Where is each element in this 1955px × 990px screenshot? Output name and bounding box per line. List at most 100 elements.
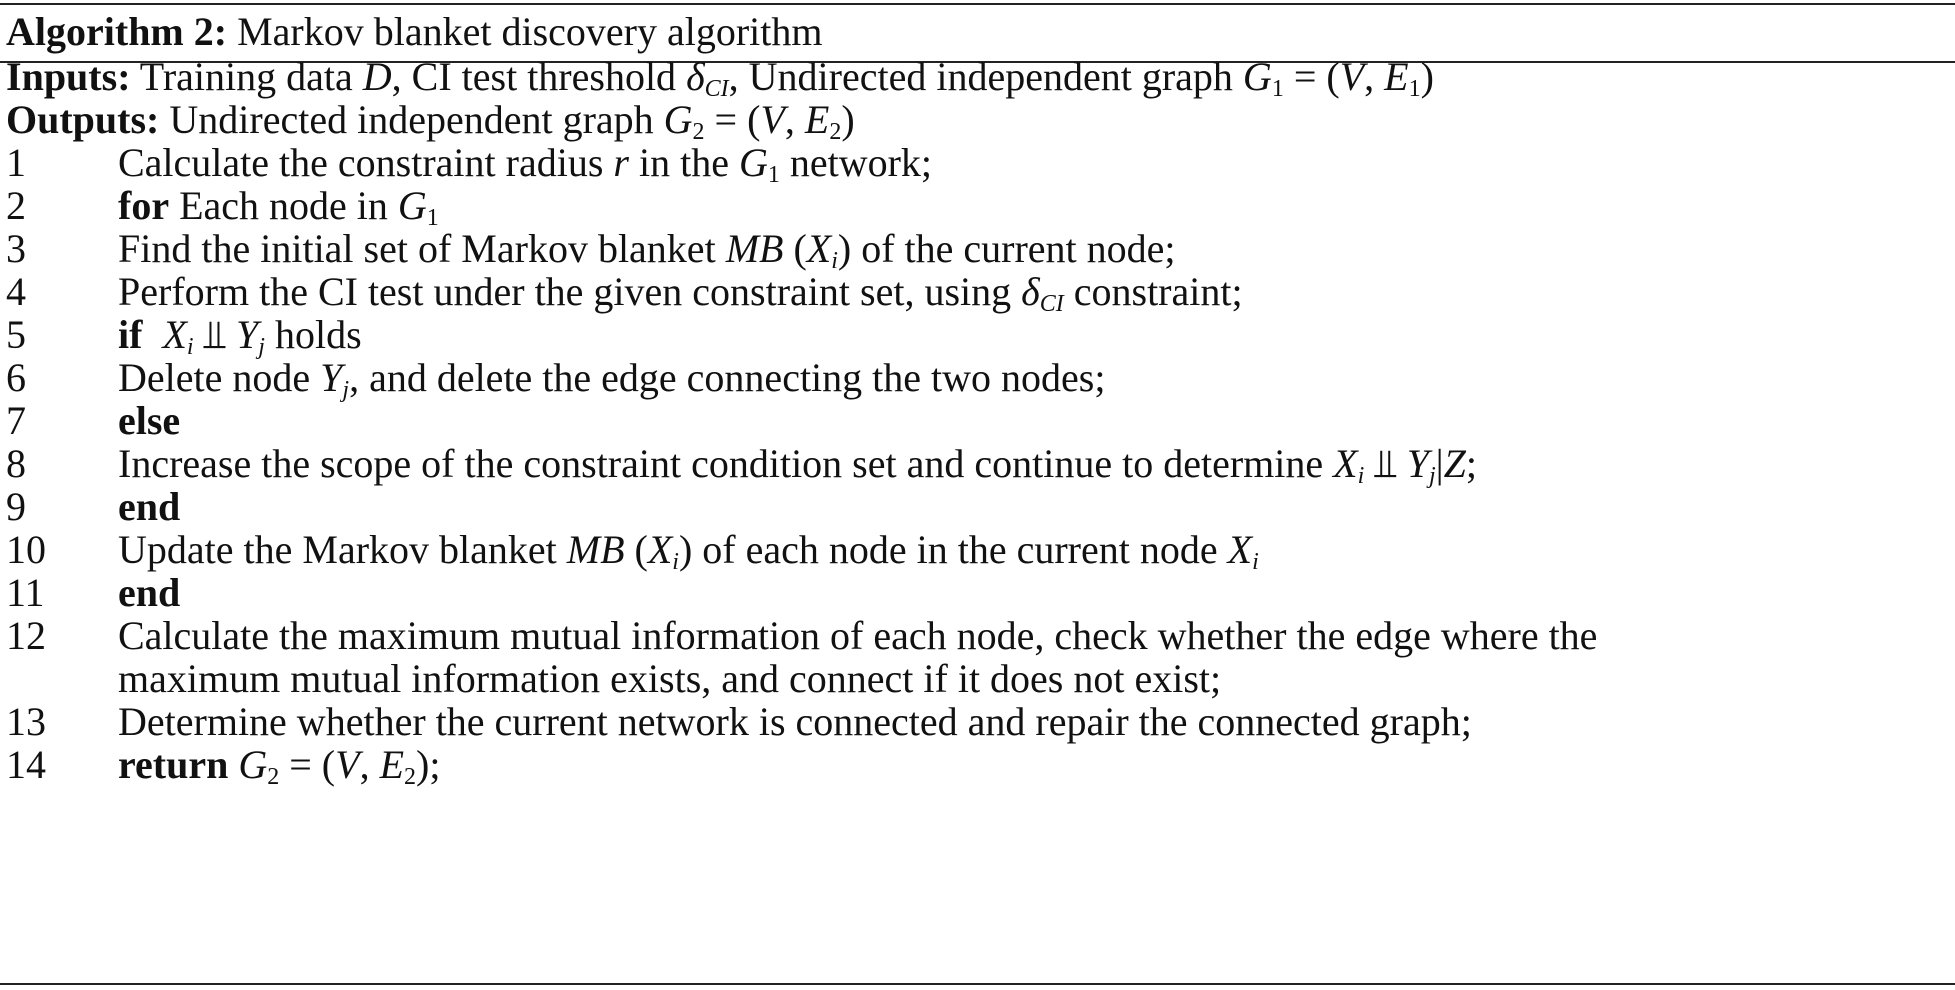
- keyword-else: else: [118, 398, 181, 443]
- math-independence-symbol: ⫫: [1364, 441, 1407, 486]
- step-text: , and delete the edge connecting the two…: [349, 355, 1106, 400]
- step-13: Determine whether the current network is…: [118, 699, 1472, 744]
- math-op: ,: [784, 97, 805, 142]
- math-sub: 1: [426, 205, 439, 231]
- math-G: G: [397, 183, 427, 228]
- inputs-label: Inputs:: [6, 54, 131, 99]
- step-text: holds: [264, 312, 362, 357]
- step-text: Calculate the constraint radius: [118, 140, 614, 185]
- math-V: V: [760, 97, 785, 142]
- step-number: 12: [6, 613, 46, 658]
- outputs-label: Outputs:: [6, 97, 160, 142]
- step-number: 8: [6, 441, 26, 486]
- math-op: = (: [704, 97, 761, 142]
- step-number: 9: [6, 484, 26, 529]
- step-text: in the: [628, 140, 739, 185]
- step-text: of each node in the current node: [692, 527, 1228, 572]
- step-3: Find the initial set of Markov blanket M…: [118, 222, 1176, 276]
- math-op: ): [837, 226, 852, 271]
- step-number: 4: [6, 269, 26, 314]
- math-MB: MB: [725, 226, 784, 271]
- algorithm-label: Algorithm 2:: [6, 9, 228, 54]
- step-2: for Each node in G1: [118, 179, 439, 233]
- math-independence-symbol: ⫫: [193, 312, 237, 357]
- step-9: end: [118, 480, 180, 534]
- step-10: Update the Markov blanket MB (Xi) of eac…: [118, 523, 1259, 577]
- inputs-text: , Undirected independent graph: [728, 54, 1243, 99]
- step-text: Each node in: [169, 183, 398, 228]
- math-sub: i: [672, 549, 679, 575]
- math-sub: 2: [829, 119, 842, 145]
- math-r: r: [613, 140, 629, 185]
- math-Z: Z: [1443, 441, 1466, 486]
- math-delta: δ: [1021, 269, 1040, 314]
- math-sub: i: [1252, 549, 1259, 575]
- step-6: Delete node Yj, and delete the edge conn…: [118, 351, 1105, 405]
- bottom-rule: [0, 983, 1955, 985]
- step-7: else: [118, 394, 180, 448]
- math-sub: 2: [692, 119, 705, 145]
- math-G: G: [738, 140, 768, 185]
- step-11: end: [118, 566, 180, 620]
- math-V: V: [1339, 54, 1365, 99]
- keyword-if: if: [118, 312, 143, 357]
- math-X: X: [1227, 527, 1253, 572]
- top-rule: [0, 3, 1955, 5]
- math-op: );: [416, 742, 441, 787]
- step-number: 2: [6, 183, 26, 228]
- math-D: D: [362, 54, 392, 99]
- step-4: Perform the CI test under the given cons…: [118, 265, 1243, 319]
- inputs-text: Training data: [139, 54, 363, 99]
- math-op: (: [624, 527, 648, 572]
- math-sub: 1: [1408, 76, 1421, 102]
- step-14: return G2 = (V, E2);: [118, 738, 440, 792]
- keyword-end: end: [118, 570, 181, 615]
- math-sub: j: [258, 334, 265, 360]
- step-12-line-2: maximum mutual information exists, and c…: [118, 656, 1222, 701]
- math-X: X: [162, 312, 187, 357]
- outputs-text: Undirected independent graph: [169, 97, 664, 142]
- step-number: 6: [6, 355, 26, 400]
- step-number: 7: [6, 398, 26, 443]
- keyword-for: for: [118, 183, 170, 228]
- math-E: E: [379, 742, 405, 787]
- math-X: X: [806, 226, 832, 271]
- math-op: ,: [359, 742, 380, 787]
- math-op: ): [841, 97, 855, 142]
- math-sub: 1: [1271, 76, 1284, 102]
- math-E: E: [1384, 54, 1409, 99]
- step-text: [228, 742, 238, 787]
- math-op: |: [1435, 441, 1444, 486]
- math-G: G: [663, 97, 693, 142]
- step-number: 3: [6, 226, 26, 271]
- math-op: = (: [279, 742, 336, 787]
- keyword-end: end: [118, 484, 181, 529]
- algorithm-title: Algorithm 2: Markov blanket discovery al…: [6, 6, 823, 58]
- math-X: X: [1333, 441, 1358, 486]
- math-sub: i: [1357, 463, 1365, 489]
- inputs-text: , CI test threshold: [391, 54, 687, 99]
- keyword-return: return: [118, 742, 229, 787]
- step-text: Increase the scope of the constraint con…: [118, 441, 1334, 486]
- math-op: = (: [1283, 54, 1340, 99]
- step-number: 10: [6, 527, 46, 572]
- math-E: E: [804, 97, 830, 142]
- step-text: Perform the CI test under the given cons…: [118, 269, 1022, 314]
- math-op: (: [783, 226, 807, 271]
- step-5: if Xi ⫫ Yj holds: [118, 308, 362, 362]
- math-sub: 2: [404, 764, 417, 790]
- math-delta: δ: [686, 54, 705, 99]
- inputs-line: Inputs: Training data D, CI test thresho…: [6, 50, 1434, 104]
- math-sub: i: [831, 248, 838, 274]
- step-text: Find the initial set of Markov blanket: [118, 226, 726, 271]
- math-Y: Y: [1406, 441, 1429, 486]
- step-text: network;: [779, 140, 933, 185]
- math-sub: CI: [704, 76, 729, 102]
- math-op: ): [678, 527, 693, 572]
- math-sub: j: [1428, 463, 1436, 489]
- step-12-line-1: Calculate the maximum mutual information…: [118, 613, 1598, 658]
- math-MB: MB: [566, 527, 625, 572]
- header-rule: [0, 61, 1955, 63]
- outputs-line: Outputs: Undirected independent graph G2…: [6, 93, 855, 147]
